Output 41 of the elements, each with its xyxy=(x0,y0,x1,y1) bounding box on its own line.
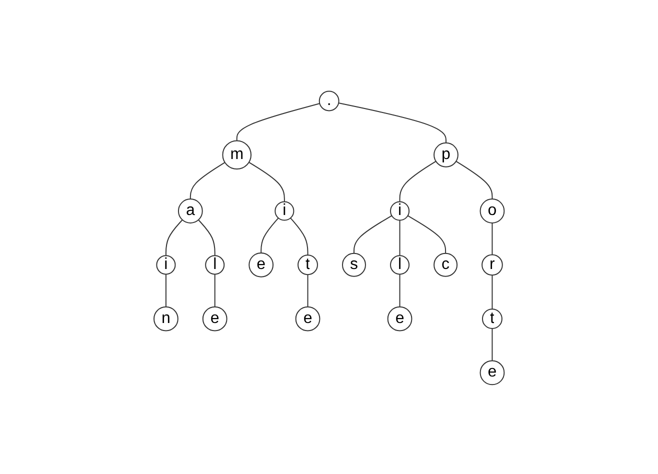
node-circle: n xyxy=(153,306,178,332)
connector xyxy=(290,218,308,256)
node-circle: l xyxy=(204,255,225,275)
node-circle: e xyxy=(295,306,320,332)
connector xyxy=(492,222,493,256)
node-circle: e xyxy=(248,252,274,278)
connector xyxy=(214,274,216,308)
node-circle: e xyxy=(202,306,228,332)
connector xyxy=(338,102,446,144)
node-circle: t xyxy=(482,308,502,330)
connector xyxy=(353,215,392,254)
node-circle: e xyxy=(387,306,412,332)
node-circle: . xyxy=(318,90,340,112)
connector xyxy=(399,160,436,202)
node-circle: t xyxy=(297,254,318,276)
connector xyxy=(165,274,166,308)
node-circle: l xyxy=(390,255,410,275)
connector xyxy=(456,160,493,200)
node-circle: i xyxy=(156,255,176,275)
node-circle: r xyxy=(481,254,503,276)
node-circle: e xyxy=(480,360,505,386)
connector xyxy=(236,103,320,142)
node-circle: p xyxy=(433,142,458,168)
connector xyxy=(190,162,226,200)
connector xyxy=(307,274,308,308)
connector xyxy=(399,220,400,256)
node-circle: m xyxy=(222,140,252,170)
connector xyxy=(248,162,285,202)
connector xyxy=(198,220,216,256)
node-circle: i xyxy=(274,201,294,221)
connector xyxy=(407,215,446,254)
node-circle: c xyxy=(433,253,458,278)
connector xyxy=(492,328,493,362)
node-circle: i xyxy=(390,201,410,221)
node-circle: s xyxy=(342,253,366,278)
connector xyxy=(165,220,183,256)
connector xyxy=(260,218,279,254)
connector xyxy=(399,274,400,308)
node-circle: a xyxy=(178,198,203,224)
connector xyxy=(492,274,493,310)
node-circle: o xyxy=(480,198,505,224)
